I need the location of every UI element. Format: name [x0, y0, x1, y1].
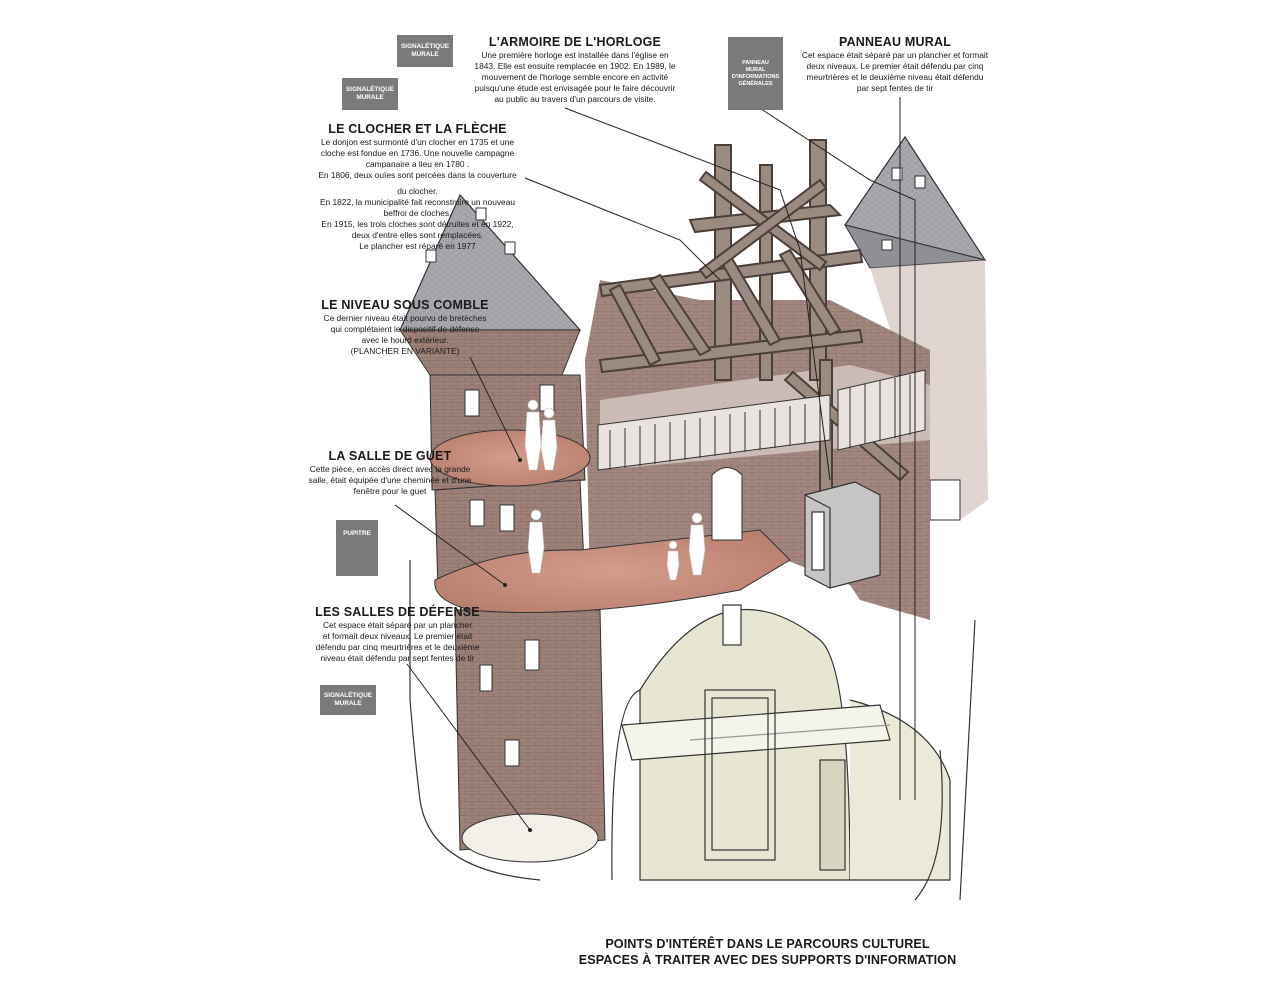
annotation-line: niveau était défendu par sept fentes de …	[320, 653, 475, 663]
sign-line: PUPITRE	[343, 530, 371, 537]
pupitre-sign: PUPITRE	[336, 520, 378, 576]
annotation-line: Cet espace était séparé par un plancher …	[801, 50, 989, 60]
annotation-line: Cet espace était séparé par un plancher	[323, 620, 472, 630]
annotation-line: et formait deux niveaux. Le premier étai…	[322, 631, 473, 641]
annotation-title: LE CLOCHER ET LA FLÈCHE	[328, 122, 507, 136]
annotation-line: par sept fentes de tir	[856, 83, 934, 93]
annotation-line: meurtrières et le deuxième niveau était …	[806, 72, 984, 82]
sign-line: MURAL	[745, 66, 766, 73]
annotation-panneau: PANNEAU MURAL Cet espace était séparé pa…	[785, 35, 1005, 94]
annotation-line: campanaire a lieu en 1780 .	[365, 159, 470, 169]
annotation-line: (PLANCHER EN VARIANTE)	[350, 346, 460, 356]
annotation-line: En 1915, les trois cloches sont détruite…	[321, 219, 514, 229]
annotation-armoire: L'ARMOIRE DE L'HORLOGE Une première horl…	[460, 35, 690, 105]
annotation-line: Cette pièce, en accès direct avec la gra…	[309, 464, 471, 474]
annotation-line: deux d'entre elles sont remplacées.	[351, 230, 484, 240]
annotation-clocher: LE CLOCHER ET LA FLÈCHE Le donjon est su…	[305, 122, 530, 252]
annotation-title: PANNEAU MURAL	[838, 35, 952, 49]
gallery-railing	[597, 369, 926, 471]
annotation-title: LES SALLES DE DÉFENSE	[315, 605, 480, 619]
annotation-guet: LA SALLE DE GUET Cette pièce, en accès d…	[290, 449, 490, 497]
signage-murale-3: SIGNALÉTIQUE MURALE	[320, 685, 376, 715]
sign-line: MURALE	[411, 51, 439, 58]
annotation-defense: LES SALLES DE DÉFENSE Cet espace était s…	[295, 605, 500, 664]
annotation-line: fenêtre pour le guet	[353, 486, 427, 496]
annotation-line: En 1822, la municipalité fait reconstrui…	[319, 197, 516, 207]
signage-murale-1: SIGNALÉTIQUE MURALE	[397, 35, 453, 67]
clock-cabinet	[804, 481, 881, 589]
sketch-contours	[409, 560, 976, 901]
annotation-line: salle, était équipée d'une cheminée et d…	[308, 475, 472, 485]
vaulted-hall	[611, 604, 951, 881]
annotation-line: puisqu'une étude est envisagée pour le f…	[474, 83, 676, 93]
annotation-line: qui complétaient le dispositif de défens…	[330, 324, 480, 334]
signage-murale-2: SIGNALÉTIQUE MURALE	[342, 78, 398, 110]
annotation-title: LA SALLE DE GUET	[328, 449, 452, 463]
annotation-line: avec le hourd extérieur.	[361, 335, 449, 345]
sign-line: SIGNALÉTIQUE	[401, 43, 449, 50]
footer-caption: POINTS D'INTÉRÊT DANS LE PARCOURS CULTUR…	[560, 936, 975, 968]
footer-line-1: POINTS D'INTÉRÊT DANS LE PARCOURS CULTUR…	[605, 937, 930, 951]
annotation-line: beffroi de cloches.	[383, 208, 452, 218]
sign-line: D'INFORMATIONS	[731, 73, 780, 80]
sign-line: MURALE	[356, 94, 384, 101]
annotation-title: L'ARMOIRE DE L'HORLOGE	[488, 35, 662, 49]
annotation-line: cloche est fondue en 1736. Une nouvelle …	[320, 148, 515, 158]
annotation-line: 1843. Elle est ensuite remplacée en 1902…	[474, 61, 676, 71]
timber-belfry	[598, 139, 910, 511]
annotation-line: Le plancher est réparé en 1977	[359, 241, 476, 251]
annotation-title: LE NIVEAU SOUS COMBLE	[321, 298, 489, 312]
sign-line: SIGNALÉTIQUE	[346, 86, 394, 93]
leader-lines	[394, 97, 916, 832]
annotation-line: Une première horloge est installée dans …	[481, 50, 669, 60]
sign-line: GÉNÉRALES	[738, 80, 773, 87]
annotation-line: deux niveaux. Le premier était défendu p…	[806, 61, 984, 71]
annotation-niveau: LE NIVEAU SOUS COMBLE Ce dernier niveau …	[305, 298, 505, 357]
lower-floor	[461, 813, 599, 863]
sign-line: MURALE	[334, 700, 362, 707]
annotation-line: mouvement de l'horloge semble encore en …	[481, 72, 669, 82]
visitor-figures	[524, 399, 706, 581]
annotation-line: au public au travers d'un parcours de vi…	[494, 94, 656, 104]
footer-line-2: ESPACES À TRAITER AVEC DES SUPPORTS D'IN…	[578, 953, 957, 967]
annotation-line: Le donjon est surmonté d'un clocher en 1…	[321, 137, 514, 147]
sign-line: SIGNALÉTIQUE	[324, 692, 372, 699]
annotation-line: Ce dernier niveau était pourvu de bretèc…	[323, 313, 487, 323]
annotation-line: défendu par cinq meurtrières et le deuxi…	[315, 642, 480, 652]
annotation-line: du clocher.	[397, 186, 438, 196]
sign-line: PANNEAU	[742, 59, 769, 66]
annotation-line: En 1806, deux ouïes sont percées dans la…	[318, 170, 517, 180]
panneau-mural-sign: PANNEAU MURAL D'INFORMATIONS GÉNÉRALES	[728, 37, 783, 110]
tower-cone-roof	[399, 193, 582, 381]
